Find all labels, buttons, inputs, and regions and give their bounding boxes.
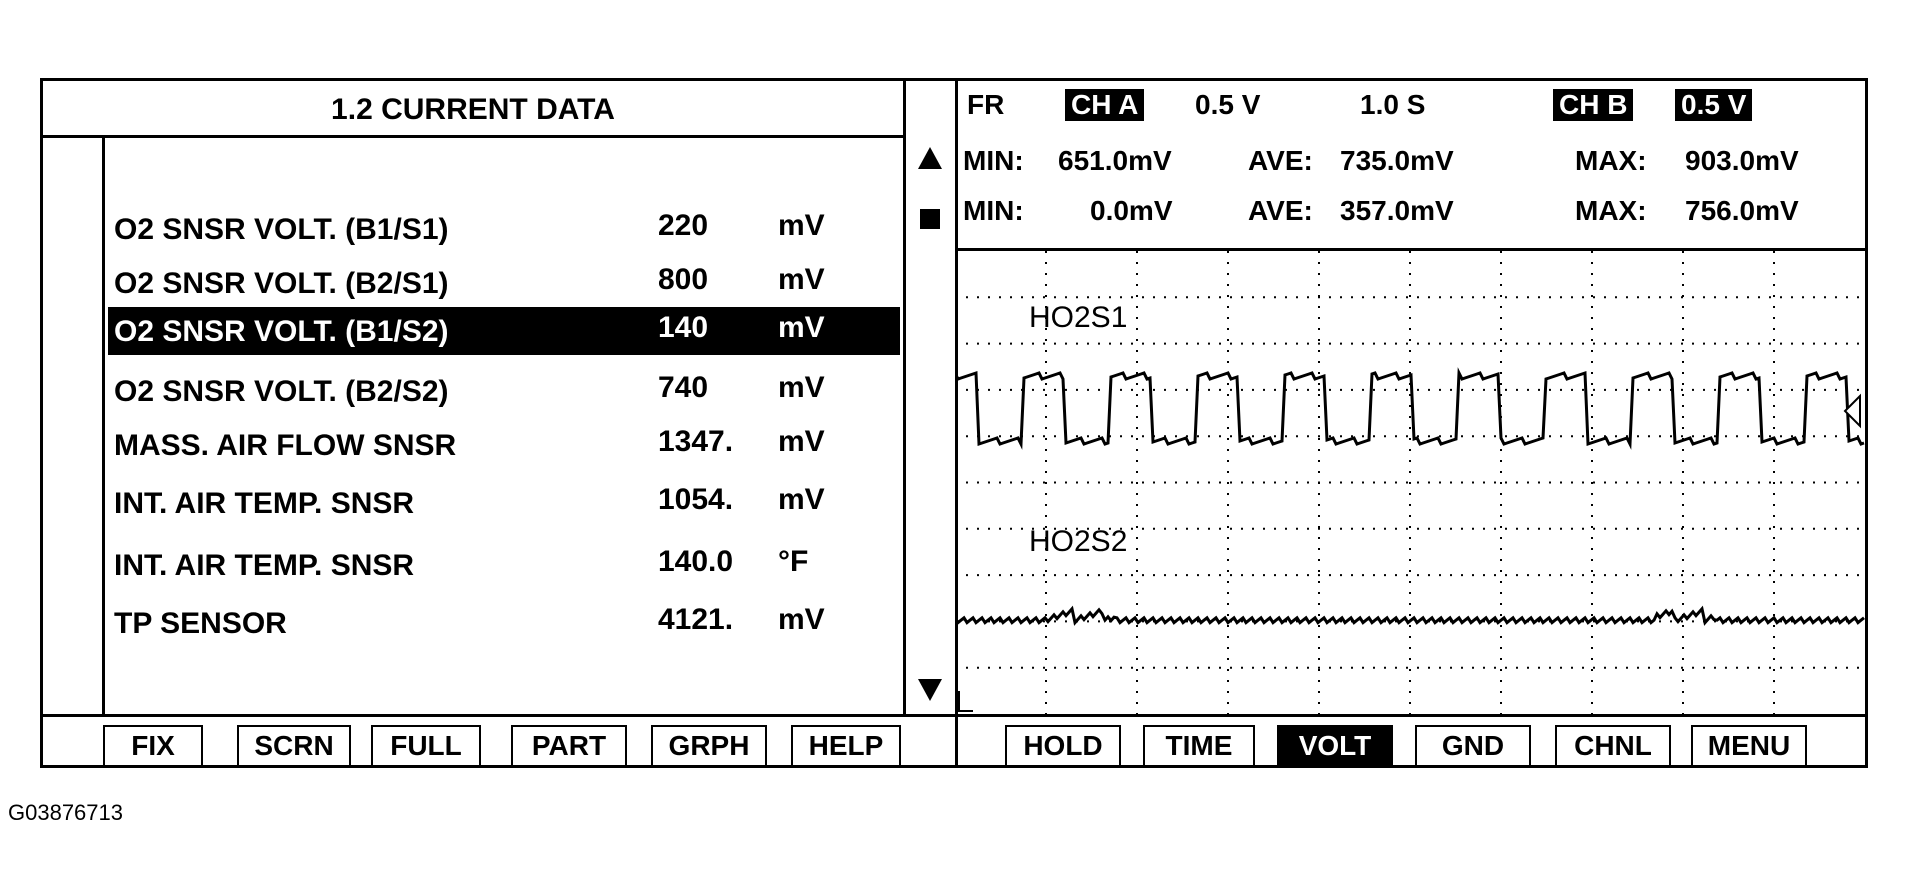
row-unit: mV <box>778 603 825 636</box>
scrollbar[interactable] <box>903 81 955 714</box>
data-row[interactable]: INT. AIR TEMP. SNSR 140.0 °F <box>108 541 900 589</box>
row-unit: mV <box>778 209 825 242</box>
help-button[interactable]: HELP <box>791 725 901 767</box>
ch-b-ave: 357.0mV <box>1340 195 1454 226</box>
row-unit: mV <box>778 311 825 344</box>
left-function-bar: FIX SCRN FULL PART GRPH HELP <box>43 714 955 768</box>
data-row[interactable]: O2 SNSR VOLT. (B2/S2) 740 mV <box>108 367 900 415</box>
trace-b-label: HO2S2 <box>1029 525 1128 558</box>
right-function-bar: HOLD TIME VOLT GND CHNL MENU <box>955 714 1865 768</box>
full-button[interactable]: FULL <box>371 725 481 767</box>
scope-display[interactable]: HO2S1 HO2S2 <box>955 251 1865 714</box>
row-label: TP SENSOR <box>114 607 287 640</box>
mode-label: FR <box>967 89 1005 120</box>
scroll-down-arrow-icon[interactable] <box>918 679 942 701</box>
ch-b-min: 0.0mV <box>1090 195 1173 226</box>
current-data-panel: 1.2 CURRENT DATA O2 SNSR VOLT. (B1/S1) 2… <box>43 81 958 768</box>
data-row-selected[interactable]: O2 SNSR VOLT. (B1/S2) 140 mV <box>108 307 900 355</box>
ground-marker-icon <box>958 691 973 712</box>
row-value: 1054. <box>658 483 734 516</box>
ch-b-max-label: MAX: <box>1575 195 1647 226</box>
time-button[interactable]: TIME <box>1143 725 1255 767</box>
part-button[interactable]: PART <box>511 725 627 767</box>
trace-a-label: HO2S1 <box>1029 301 1128 334</box>
ch-b-max: 756.0mV <box>1685 195 1799 226</box>
scrn-button[interactable]: SCRN <box>237 725 351 767</box>
hold-button[interactable]: HOLD <box>1005 725 1121 767</box>
ch-a-scale: 0.5 V <box>1195 89 1261 120</box>
ch-a-badge[interactable]: CH A <box>1065 89 1145 121</box>
row-value: 140 <box>658 311 709 344</box>
row-label: O2 SNSR VOLT. (B2/S1) <box>114 267 449 300</box>
ch-a-min-label: MIN: <box>963 145 1024 176</box>
ch-b-ave-label: AVE: <box>1248 195 1313 226</box>
grph-button[interactable]: GRPH <box>651 725 767 767</box>
row-label: O2 SNSR VOLT. (B1/S1) <box>114 213 449 246</box>
chnl-button[interactable]: CHNL <box>1555 725 1671 767</box>
data-row[interactable]: INT. AIR TEMP. SNSR 1054. mV <box>108 479 900 527</box>
row-label: O2 SNSR VOLT. (B2/S2) <box>114 375 449 408</box>
row-unit: mV <box>778 371 825 404</box>
row-value: 220 <box>658 209 709 242</box>
row-label: INT. AIR TEMP. SNSR <box>114 549 415 582</box>
scope-header: FR CH A 0.5 V 1.0 S CH B 0.5 V MIN: 651.… <box>955 81 1865 251</box>
trace-a-waveform <box>955 367 1865 450</box>
ch-a-min: 651.0mV <box>1058 145 1172 176</box>
gnd-button[interactable]: GND <box>1415 725 1531 767</box>
oscilloscope-panel: FR CH A 0.5 V 1.0 S CH B 0.5 V MIN: 651.… <box>955 81 1865 768</box>
data-row[interactable]: MASS. AIR FLOW SNSR 1347. mV <box>108 421 900 469</box>
data-row[interactable]: O2 SNSR VOLT. (B1/S1) 220 mV <box>108 205 900 253</box>
row-value: 800 <box>658 263 709 296</box>
menu-button[interactable]: MENU <box>1691 725 1807 767</box>
volt-button[interactable]: VOLT <box>1277 725 1393 767</box>
ch-a-max: 903.0mV <box>1685 145 1799 176</box>
list-gutter <box>43 138 105 714</box>
data-row[interactable]: O2 SNSR VOLT. (B2/S1) 800 mV <box>108 259 900 307</box>
ch-b-badge[interactable]: CH B <box>1553 89 1634 121</box>
ch-b-min-label: MIN: <box>963 195 1024 226</box>
ch-a-ave-label: AVE: <box>1248 145 1313 176</box>
ch-a-ave: 735.0mV <box>1340 145 1454 176</box>
ch-a-max-label: MAX: <box>1575 145 1647 176</box>
row-unit: mV <box>778 483 825 516</box>
data-row[interactable]: TP SENSOR 4121. mV <box>108 599 900 647</box>
row-label: O2 SNSR VOLT. (B1/S2) <box>114 315 449 348</box>
row-unit: mV <box>778 263 825 296</box>
row-unit: °F <box>778 545 809 578</box>
row-value: 4121. <box>658 603 734 636</box>
row-value: 1347. <box>658 425 734 458</box>
scan-tool-screen: 1.2 CURRENT DATA O2 SNSR VOLT. (B1/S1) 2… <box>40 78 1868 768</box>
row-value: 140.0 <box>658 545 734 578</box>
scope-graph <box>955 251 1865 714</box>
fix-button[interactable]: FIX <box>103 725 203 767</box>
row-label: MASS. AIR FLOW SNSR <box>114 429 457 462</box>
panel-title: 1.2 CURRENT DATA <box>43 81 903 138</box>
time-scale: 1.0 S <box>1360 89 1426 120</box>
ch-b-scale[interactable]: 0.5 V <box>1675 89 1753 121</box>
row-value: 740 <box>658 371 709 404</box>
scroll-thumb[interactable] <box>920 209 940 229</box>
row-unit: mV <box>778 425 825 458</box>
figure-id: G03876713 <box>8 800 123 825</box>
trigger-marker-icon <box>1843 393 1861 429</box>
row-label: INT. AIR TEMP. SNSR <box>114 487 415 520</box>
scroll-up-arrow-icon[interactable] <box>918 147 942 169</box>
trace-b-waveform <box>955 605 1865 626</box>
